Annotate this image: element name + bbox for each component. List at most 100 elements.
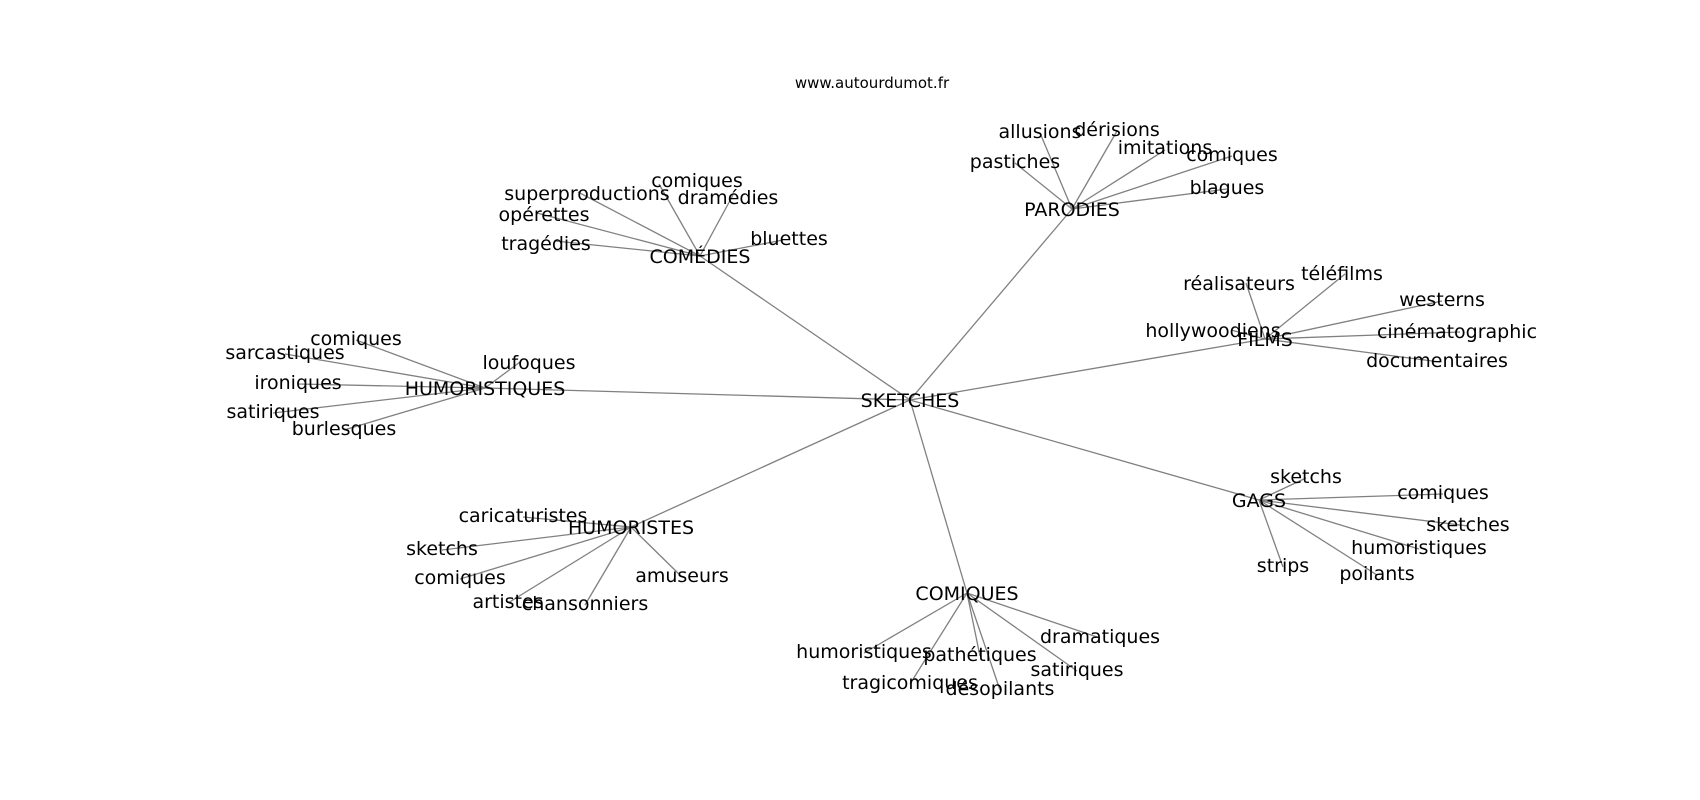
edge-comedies-0 [658, 183, 701, 257]
edge-root-gags [909, 399, 1260, 501]
edge-parodies-0 [1039, 132, 1073, 210]
edge-comedies-1 [577, 191, 701, 257]
leaf-node-comedies-0: comiques [651, 170, 743, 192]
edge-root-humoristiques [484, 387, 911, 401]
edge-humoristiques-1 [284, 353, 486, 389]
edge-parodies-2 [1071, 149, 1166, 210]
edge-parodies-5 [1071, 188, 1228, 210]
hub-node-comiques: COMIQUES [915, 583, 1018, 605]
edge-films-4 [1264, 331, 1461, 340]
leaf-node-gags-3: humoristiques [1351, 537, 1487, 559]
leaf-node-comedies-2: dramédies [678, 187, 779, 209]
edge-comedies-2 [699, 194, 734, 257]
edge-gags-5 [1258, 499, 1284, 568]
edge-films-2 [1264, 300, 1443, 340]
leaf-node-comiques-1: humoristiques [796, 641, 932, 663]
edge-gags-3 [1258, 499, 1420, 550]
edge-films-3 [1230, 329, 1266, 340]
edge-parodies-1 [1071, 130, 1118, 210]
edge-comiques-1 [863, 592, 968, 654]
leaf-node-gags-5: strips [1257, 555, 1309, 577]
root-node: SKETCHES [861, 390, 960, 412]
leaf-node-humoristes-2: comiques [414, 567, 506, 589]
edge-gags-4 [1258, 499, 1378, 576]
leaf-node-humoristiques-2: loufoques [483, 352, 576, 374]
edge-comedies-4 [699, 239, 784, 257]
edge-humoristes-4 [507, 526, 632, 604]
edge-humoristes-5 [584, 526, 632, 606]
hub-node-parodies: PARODIES [1024, 199, 1120, 221]
edge-root-films [909, 338, 1266, 401]
leaf-node-comedies-1: superproductions [504, 183, 669, 205]
leaf-node-humoristiques-5: burlesques [292, 418, 396, 440]
leaf-node-humoristes-0: caricaturistes [459, 505, 588, 527]
leaf-node-films-4: cinématographic [1377, 321, 1537, 343]
graph-edges [272, 130, 1469, 691]
leaf-node-parodies-0: allusions [999, 121, 1082, 143]
edge-films-0 [1245, 282, 1266, 340]
leaf-node-gags-2: sketches [1426, 514, 1509, 536]
edge-humoristes-3 [630, 526, 683, 578]
leaf-node-humoristes-1: sketchs [406, 538, 478, 560]
leaf-node-comiques-3: satiriques [1030, 659, 1123, 681]
edge-gags-1 [1258, 493, 1444, 501]
hub-node-films: FILMS [1237, 329, 1293, 351]
leaf-node-parodies-2: imitations [1118, 137, 1212, 159]
leaf-node-comiques-5: désopilants [946, 678, 1055, 700]
edge-humoristes-0 [522, 516, 632, 528]
hub-node-gags: GAGS [1232, 490, 1286, 512]
leaf-node-comiques-0: dramatiques [1040, 626, 1160, 648]
leaf-node-parodies-5: blagues [1190, 177, 1265, 199]
hub-node-humoristes: HUMORISTES [568, 517, 694, 539]
edge-comiques-0 [966, 592, 1101, 639]
hub-node-humoristiques: HUMORISTIQUES [405, 378, 566, 400]
edge-root-humoristes [630, 399, 911, 528]
leaf-node-humoristiques-0: comiques [310, 328, 402, 350]
edge-root-parodies [909, 208, 1073, 401]
leaf-node-films-5: documentaires [1366, 350, 1508, 372]
leaf-node-films-2: westerns [1399, 289, 1485, 311]
edge-films-5 [1264, 338, 1441, 363]
edge-humoristes-1 [441, 526, 632, 551]
leaf-node-films-3: hollywoodiens [1145, 320, 1280, 342]
leaf-node-parodies-3: pastiches [970, 151, 1060, 173]
leaf-node-humoristes-4: artistes [472, 591, 543, 613]
edge-comedies-3 [536, 212, 701, 257]
leaf-node-comedies-4: bluettes [750, 228, 828, 250]
edge-root-comiques [909, 399, 968, 594]
edge-root-comedies [699, 255, 911, 401]
edge-humoristiques-5 [343, 387, 486, 431]
edge-comiques-4 [909, 592, 968, 685]
edge-parodies-4 [1071, 155, 1233, 210]
leaf-node-films-1: téléfilms [1301, 263, 1383, 285]
leaf-node-humoristiques-1: sarcastiques [225, 342, 344, 364]
edge-humoristiques-0 [355, 339, 486, 389]
leaf-node-humoristiques-3: ironiques [254, 372, 341, 394]
leaf-node-comiques-4: tragicomiques [842, 672, 978, 694]
leaf-node-gags-4: poilants [1339, 563, 1414, 585]
edge-gags-2 [1258, 499, 1469, 527]
edge-humoristiques-3 [297, 383, 486, 389]
edge-comiques-5 [966, 592, 1001, 691]
leaf-node-comiques-2: pathétiques [923, 644, 1036, 666]
leaf-node-gags-1: comiques [1397, 482, 1489, 504]
edge-comiques-2 [966, 592, 981, 657]
edge-humoristiques-4 [272, 387, 486, 414]
leaf-node-parodies-4: comiques [1186, 144, 1278, 166]
edge-comiques-3 [966, 592, 1078, 672]
leaf-node-humoristes-5: chansonniers [522, 593, 648, 615]
edge-comedies-5 [554, 240, 701, 257]
leaf-node-parodies-1: dérisions [1074, 119, 1160, 141]
edge-films-1 [1264, 273, 1346, 340]
edge-parodies-3 [1014, 162, 1073, 210]
hub-node-comedies: COMÉDIES [650, 245, 751, 268]
leaf-node-humoristiques-4: satiriques [226, 401, 319, 423]
edge-gags-0 [1258, 477, 1307, 501]
edge-humoristes-2 [459, 526, 632, 580]
leaf-node-gags-0: sketchs [1270, 466, 1342, 488]
leaf-node-comedies-3: opérettes [499, 204, 590, 226]
source-url: www.autourdumot.fr [795, 74, 950, 92]
leaf-node-films-0: réalisateurs [1183, 273, 1295, 295]
